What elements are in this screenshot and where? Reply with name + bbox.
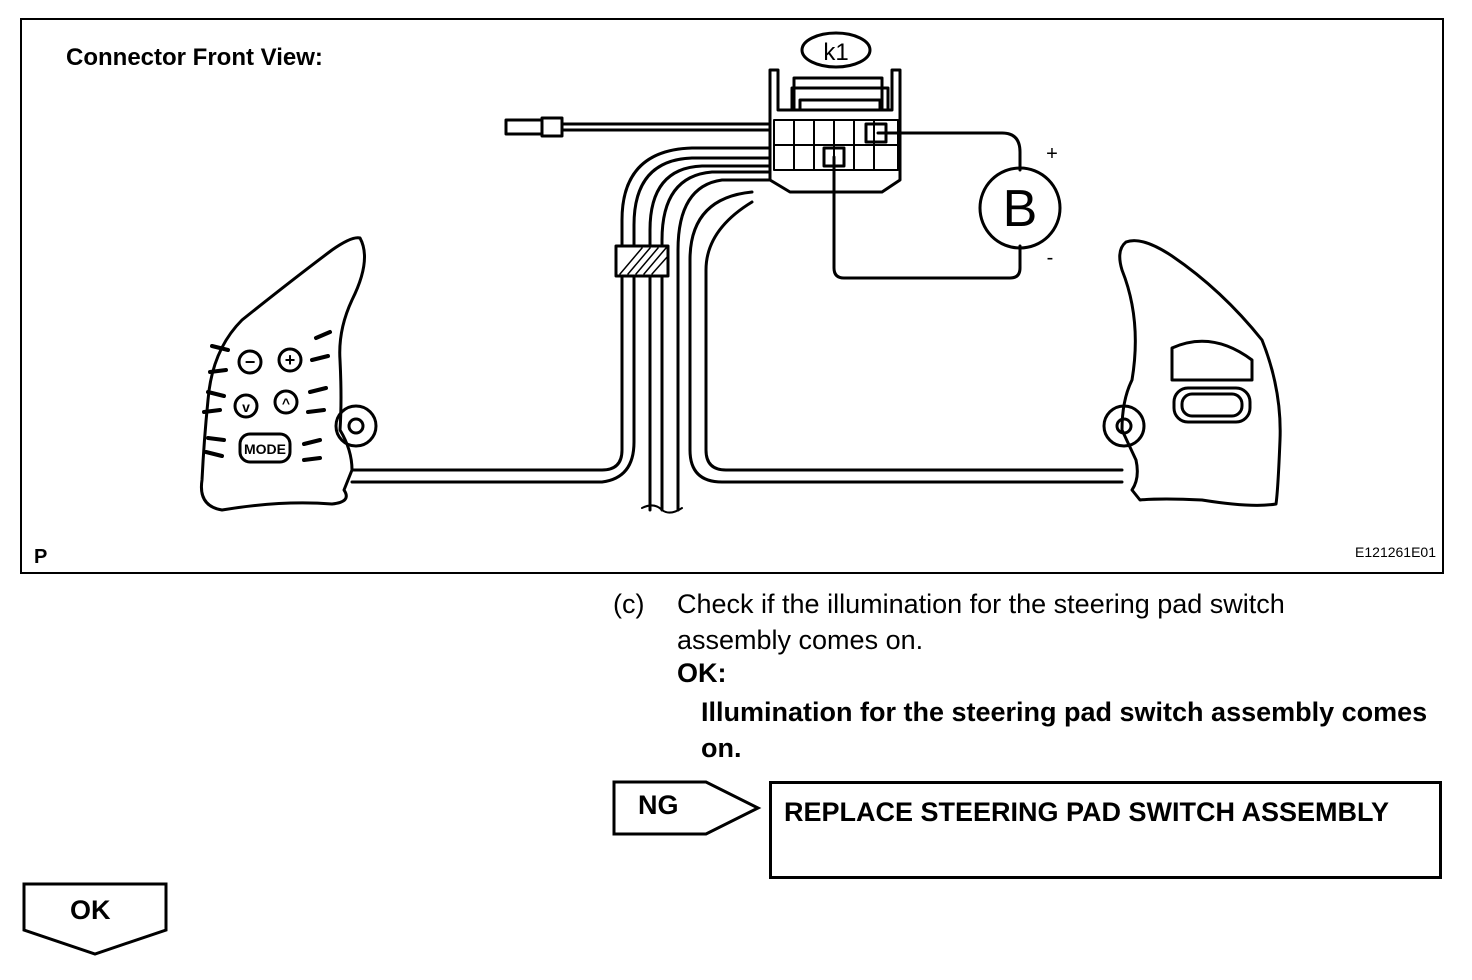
battery-minus: - [1047,247,1054,269]
left-switch-housing [199,236,366,512]
battery-letter: B [1003,180,1038,238]
battery-plus: + [1046,143,1058,165]
figure-corner-code: P [34,546,48,568]
connector-label: k1 [823,39,848,66]
figure-id: E121261E01 [1355,544,1436,560]
wiring-diagram-figure: k1 B + - MODE − + v ^ Connector Front Vi… [20,18,1444,574]
down-glyph: v [242,399,250,415]
harness-tape [614,244,670,278]
ok-condition: Illumination for the steering pad switch… [701,697,1428,763]
ng-arrow-shape [612,780,762,836]
right-switch-housing [1118,239,1282,507]
connector-label-oval [800,31,872,69]
battery-symbol [978,166,1062,250]
ng-action-box: REPLACE STEERING PAD SWITCH ASSEMBLY [769,781,1442,879]
ok-label: OK [70,895,111,925]
mode-button-label: MODE [244,441,286,457]
ok-heading: OK: [677,658,727,688]
ng-label: NG [638,790,679,820]
figure-title: Connector Front View: [66,44,323,71]
step-instruction: Check if the illumination for the steeri… [677,589,1285,655]
wiring-diagram: k1 B + - MODE − + v ^ [199,31,1282,514]
up-glyph: ^ [282,395,290,411]
step-letter: (c) [613,589,645,619]
ok-arrow-shape [22,882,168,956]
minus-glyph: − [245,352,256,372]
plus-glyph: + [285,350,296,370]
connector-k1 [768,68,902,194]
